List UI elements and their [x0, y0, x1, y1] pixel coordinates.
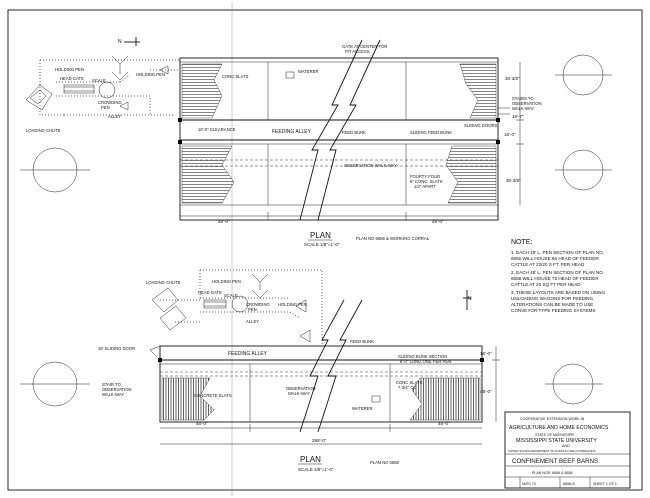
bottom-dim-bottom-right: 48'-0"	[438, 421, 450, 426]
top-dim-right-bot: 30-3/8"	[506, 178, 521, 183]
tb-line-1: COOPERATIVE EXTENSION WORK IN	[520, 417, 585, 421]
north-arrow-icon: N	[118, 37, 140, 46]
bottom-dim-right-top: 16'-0"	[480, 351, 492, 356]
note-line-1: 1. EACH 48' L. PEN SECTION OF PLAN NO.	[511, 250, 604, 255]
bottom-scale: SCALE	[224, 293, 238, 298]
bottom-dimensions	[160, 346, 500, 445]
tb-line-6: UNITED STATES DEPARTMENT OF AGRICULTURE …	[508, 449, 596, 453]
note-line-4: 2. EACH 48' L. PEN SECTION OF PLAN NO	[511, 270, 603, 275]
bottom-waterer: WATERER	[352, 406, 372, 411]
top-waterer: WATERER	[298, 69, 318, 74]
note-line-7: 3. THESE LAYOUTS ARE BASED ON USING	[511, 290, 605, 295]
bottom-corral	[151, 269, 323, 345]
top-barn	[178, 39, 510, 221]
top-scale: SCALE	[92, 78, 106, 83]
sheet-border	[7, 9, 643, 491]
bottom-dim-right-mid: 48'-0"	[480, 389, 492, 394]
top-holding-pen-left: HOLDING PEN	[55, 67, 84, 72]
tb-sheet: SHEET 1 OF 1	[593, 482, 617, 486]
top-holding-pen-right: HOLDING PEN	[136, 72, 165, 77]
bottom-loading-chute: LOADING CHUTE	[146, 280, 181, 285]
top-corral	[25, 55, 181, 116]
tb-line-5: AND	[562, 444, 570, 448]
bottom-plan-title: PLAN	[300, 455, 321, 464]
tb-miss: MISS 73	[522, 482, 536, 486]
tb-sheet-no: 6656-A	[563, 482, 575, 486]
top-conc-slats: CONC SLATS	[222, 74, 249, 79]
tb-line-2: AGRICULTURE AND HOME ECONOMICS	[509, 425, 609, 431]
bottom-dim-bottom-mid: 288'-0"	[312, 438, 327, 443]
top-feed-bunk: FEED BUNK	[342, 130, 366, 135]
bottom-dim-bottom-left: 48'-0"	[196, 421, 208, 426]
tb-line-3: STATE OF MISSISSIPPI	[535, 433, 574, 437]
bottom-concrete-slats: CONCRETE SLATS	[194, 393, 232, 398]
top-dim-bottom-right: 48'-0"	[432, 219, 444, 224]
tb-plan-nos: PLAN NOS. 6656 & 6658	[532, 471, 573, 475]
bottom-alley: ALLEY	[246, 319, 259, 324]
top-clearance: 16'-0" CLEARANCE	[198, 127, 236, 132]
top-plan: N	[20, 37, 612, 247]
note-line-10: CONVEYOR TYPE FEEDING SYSTEMS	[511, 308, 595, 313]
top-dim-right-mid: 16'-0"	[504, 132, 516, 137]
notes-title: NOTE:	[511, 239, 532, 246]
bottom-plan-no: PLAN NO 6658	[370, 460, 400, 465]
tb-project: CONFINEMENT BEEF BARNS	[512, 458, 598, 465]
north-label: N	[118, 39, 122, 45]
top-alley: ALLEY	[108, 114, 121, 119]
top-plan-scale: SCALE 1/8"=1'-0"	[304, 242, 340, 247]
bottom-feeding-alley: FEEDING ALLEY	[228, 351, 268, 357]
note-line-9: ALTERATIONS CAN BE MADE TO USE	[511, 302, 593, 307]
top-plan-no: PLAN NO 6656 & WORKING CORRAL	[356, 236, 430, 241]
note-line-8: UNLOADING WAGONS FOR FEEDING.	[511, 296, 594, 301]
bottom-plan: N HOLDING PEN LOADING CHUTE HEAD GATE SC…	[20, 269, 603, 472]
bottom-holding-pen: HOLDING PEN	[212, 279, 241, 284]
note-line-3: CATTLE AT 22/20 S.FT. PER HEAD	[511, 262, 585, 267]
bottom-sliding-door: 16' SLIDING DOOR	[98, 346, 135, 351]
top-feeding-alley: FEEDING ALLEY	[272, 129, 312, 135]
note-line-2: 6656 WILL HOUSE 65 HEAD OF FEEDER	[511, 256, 599, 261]
bottom-head-gate: HEAD GATE	[198, 290, 222, 295]
top-dim-right-top: 30-3/8"	[505, 76, 520, 81]
bottom-holding-pen-right: HOLDING PEN	[278, 302, 307, 307]
bottom-feed-bunk: FEED BUNK	[350, 339, 374, 344]
bottom-plan-scale: SCALE 1/8"=1'-0"	[298, 467, 334, 472]
top-head-gate: HEAD GATE	[60, 76, 84, 81]
top-dim-bottom-left: 48'-0"	[218, 219, 230, 224]
svg-text:N: N	[468, 296, 472, 302]
top-plan-title: PLAN	[310, 231, 331, 240]
top-loading-chute: LOADING CHUTE	[26, 128, 61, 133]
tb-line-4: MISSISSIPPI STATE UNIVERSITY	[516, 438, 597, 444]
bottom-barn	[149, 299, 484, 433]
note-line-6: CATTLE AT 20 SQ FT PER HEAD	[511, 282, 581, 287]
top-dimensions	[180, 62, 524, 220]
notes: NOTE: 1. EACH 48' L. PEN SECTION OF PLAN…	[511, 239, 605, 313]
north-arrow-icon-2: N	[463, 290, 472, 310]
note-line-5: 6658 WILL HOUSE 75 HEAD OF FEEDER	[511, 276, 599, 281]
title-block	[504, 411, 631, 489]
top-dim-right-small: 18'-7"	[512, 114, 524, 119]
top-sliding-feed-bunk: SLIDING FEED BUNK	[410, 130, 452, 135]
top-sliding-doors: SLIDING DOORS	[464, 123, 497, 128]
top-observation-walkway: OBSERVATION WALK-WAY	[344, 163, 397, 168]
